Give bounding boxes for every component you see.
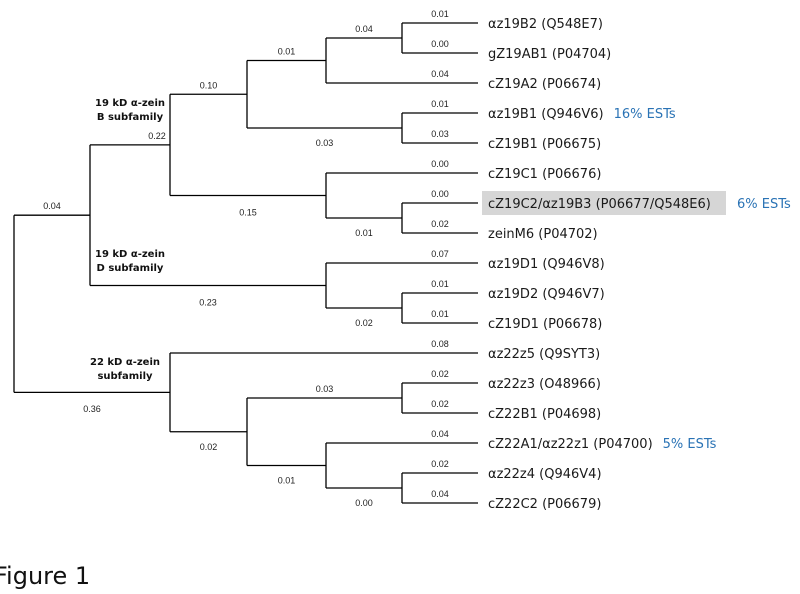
leaf-label: αz19D2 (Q946V7) bbox=[488, 287, 605, 302]
branch-length-label: 0.00 bbox=[431, 189, 449, 199]
leaf-label: cZ19C2/αz19B3 (P06677/Q548E6) bbox=[488, 197, 711, 212]
branch-length-label: 0.36 bbox=[83, 404, 101, 414]
branch-length-label: 0.10 bbox=[200, 80, 218, 90]
branch-length-label: 0.02 bbox=[431, 459, 449, 469]
branch-length-label: 0.04 bbox=[355, 24, 373, 34]
branch-length-label: 0.22 bbox=[148, 131, 166, 141]
leaf-label: αz19B2 (Q548E7) bbox=[488, 17, 603, 32]
branch-length-label: 0.02 bbox=[355, 318, 373, 328]
branch-length-label: 0.01 bbox=[431, 9, 449, 19]
branch-length-label: 0.02 bbox=[431, 369, 449, 379]
est-percentage: 16% ESTs bbox=[614, 107, 676, 122]
subfamily-label: 19 kD α-zein bbox=[95, 98, 165, 109]
leaf-label: αz22z3 (O48966) bbox=[488, 377, 601, 392]
subfamily-label: B subfamily bbox=[97, 112, 164, 123]
branch-length-label: 0.02 bbox=[431, 219, 449, 229]
est-percentage: 6% ESTs bbox=[737, 197, 791, 212]
est-percentage: 5% ESTs bbox=[663, 437, 717, 452]
subfamily-label: subfamily bbox=[97, 371, 153, 382]
leaf-label: zeinM6 (P04702) bbox=[488, 227, 598, 242]
leaf-label: cZ22A1/αz22z1 (P04700) bbox=[488, 437, 653, 452]
branch-length-label: 0.00 bbox=[431, 39, 449, 49]
branch-length-label: 0.01 bbox=[355, 228, 373, 238]
branch-length-label: 0.02 bbox=[431, 399, 449, 409]
leaf-label: αz19D1 (Q946V8) bbox=[488, 257, 605, 272]
branch-length-label: 0.01 bbox=[431, 309, 449, 319]
leaf-label: gZ19AB1 (P04704) bbox=[488, 47, 611, 62]
branch-length-label: 0.00 bbox=[431, 159, 449, 169]
branch-length-label: 0.15 bbox=[239, 208, 257, 218]
branch-length-label: 0.23 bbox=[199, 298, 217, 308]
branch-length-label: 0.08 bbox=[431, 339, 449, 349]
leaf-label: cZ19A2 (P06674) bbox=[488, 77, 601, 92]
branch-length-label: 0.01 bbox=[278, 47, 296, 57]
branch-length-label: 0.04 bbox=[43, 201, 61, 211]
figure-label: Figure 1 bbox=[0, 562, 90, 590]
leaf-label: cZ19B1 (P06675) bbox=[488, 137, 601, 152]
subfamily-label: D subfamily bbox=[97, 263, 164, 274]
leaf-label: cZ22C2 (P06679) bbox=[488, 497, 601, 512]
branch-length-label: 0.00 bbox=[355, 498, 373, 508]
branch-length-label: 0.01 bbox=[431, 279, 449, 289]
leaf-label: cZ19D1 (P06678) bbox=[488, 317, 602, 332]
leaf-label: αz19B1 (Q946V6) bbox=[488, 107, 604, 122]
branch-length-label: 0.04 bbox=[431, 489, 449, 499]
leaf-label: αz22z4 (Q946V4) bbox=[488, 467, 602, 482]
leaf-label: αz22z5 (Q9SYT3) bbox=[488, 347, 600, 362]
subfamily-label: 22 kD α-zein bbox=[90, 357, 160, 368]
branch-length-label: 0.01 bbox=[278, 476, 296, 486]
branch-length-label: 0.02 bbox=[200, 442, 218, 452]
branch-length-label: 0.03 bbox=[431, 129, 449, 139]
branch-length-label: 0.04 bbox=[431, 429, 449, 439]
leaf-label: cZ22B1 (P04698) bbox=[488, 407, 601, 422]
branch-length-label: 0.04 bbox=[431, 69, 449, 79]
leaf-label: cZ19C1 (P06676) bbox=[488, 167, 601, 182]
branch-length-label: 0.07 bbox=[431, 249, 449, 259]
branch-length-label: 0.03 bbox=[316, 138, 334, 148]
branch-length-label: 0.03 bbox=[316, 384, 334, 394]
highlight-box bbox=[482, 191, 726, 215]
branch-length-label: 0.01 bbox=[431, 99, 449, 109]
subfamily-label: 19 kD α-zein bbox=[95, 249, 165, 260]
